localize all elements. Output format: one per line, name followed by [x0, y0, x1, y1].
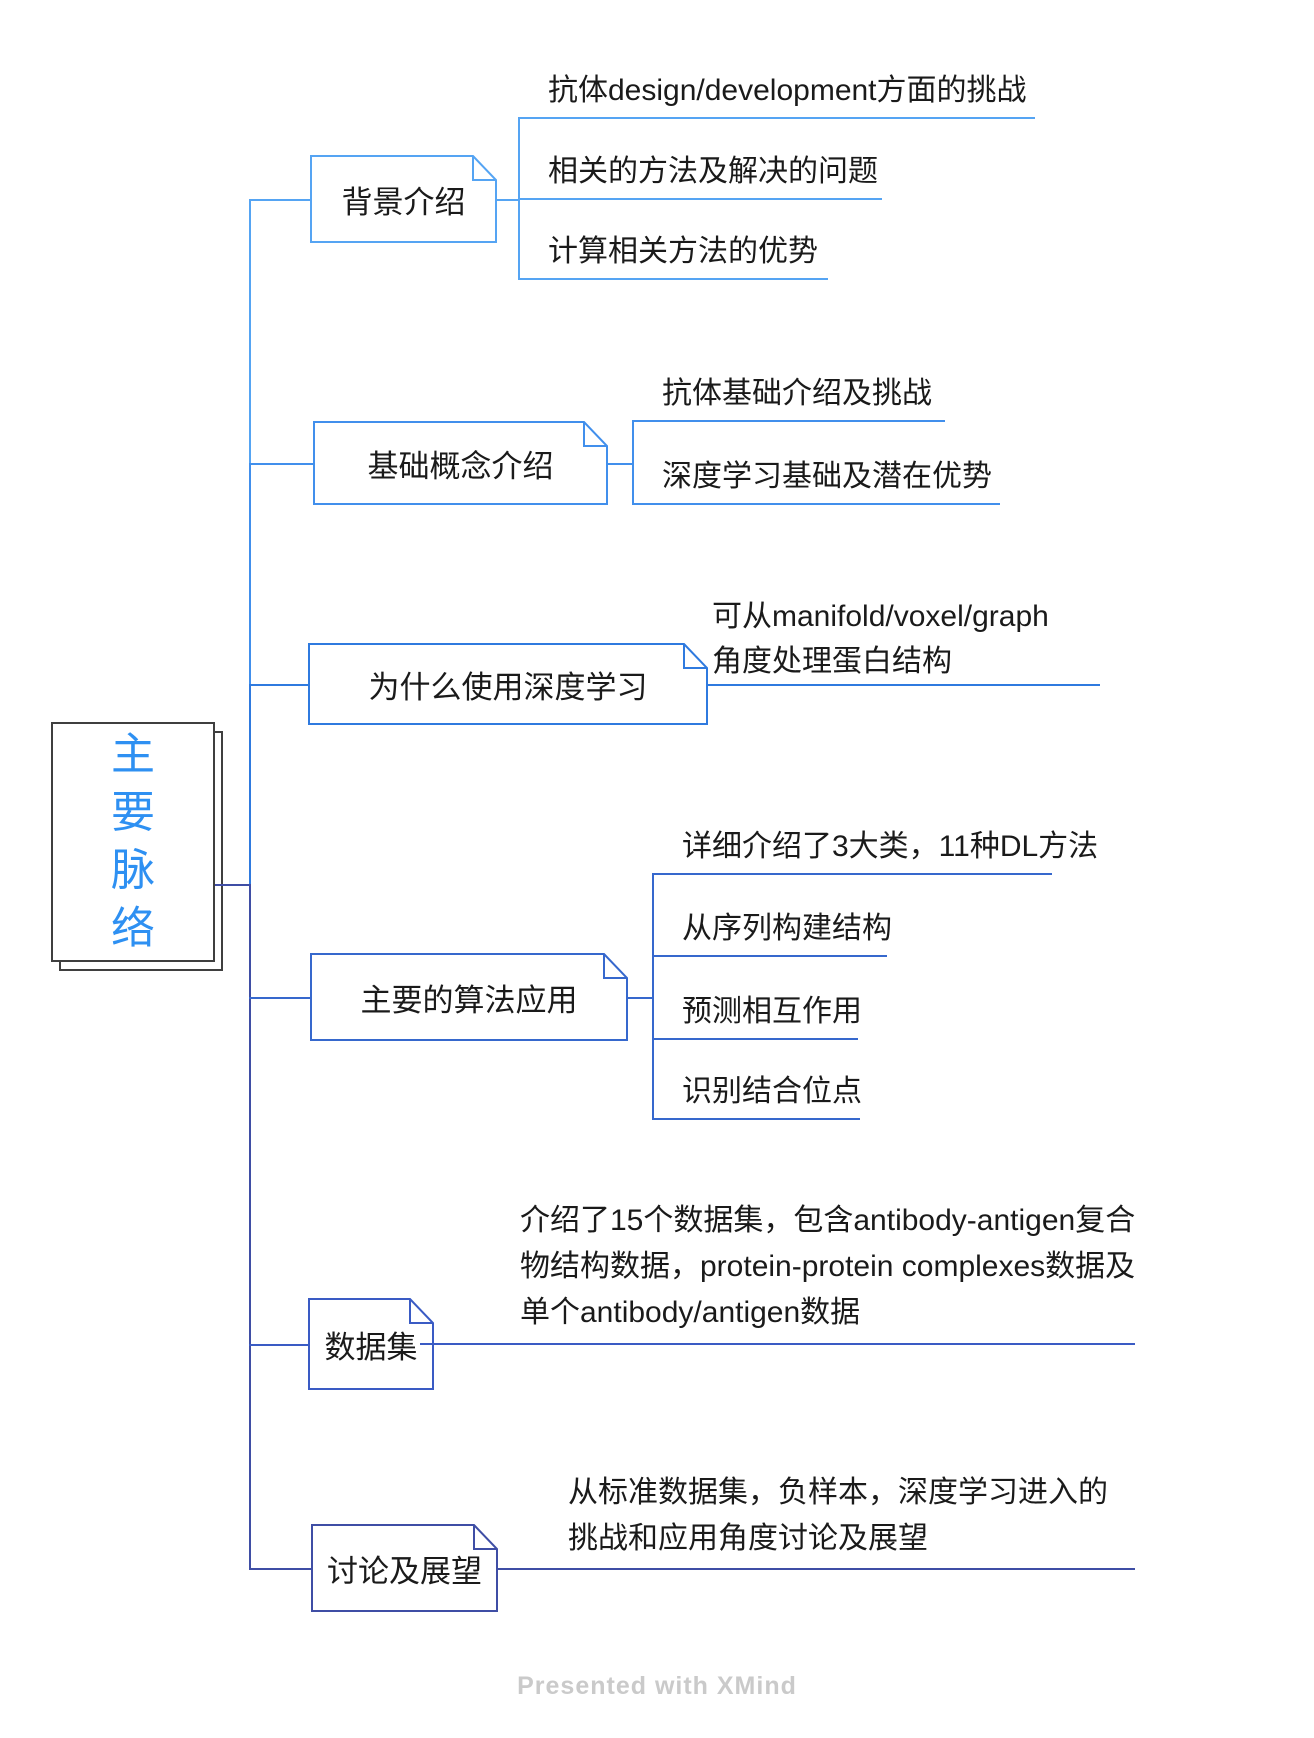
- branch-node-datasets[interactable]: 数据集: [308, 1298, 434, 1390]
- child-topic-text: 角度处理蛋白结构: [712, 645, 952, 678]
- topic-underline: [518, 198, 882, 200]
- branch-label: 背景介绍: [341, 184, 466, 220]
- child-topic-text: 物结构数据，protein-protein complexes数据及: [520, 1250, 1136, 1283]
- branch-label: 数据集: [324, 1329, 418, 1365]
- topic-underline: [498, 1568, 1135, 1570]
- child-topic-fifteen-datasets[interactable]: 介绍了15个数据集，包含antibody-antigen复合 物结构数据，pro…: [520, 1198, 1135, 1336]
- connector-line: [249, 684, 308, 686]
- topic-underline: [708, 684, 1100, 686]
- topic-underline: [652, 1118, 860, 1120]
- connector-line: [249, 1568, 311, 1570]
- child-topic-related-methods[interactable]: 相关的方法及解决的问题: [548, 155, 878, 189]
- child-topic-antibody-basics[interactable]: 抗体基础介绍及挑战: [662, 377, 932, 411]
- child-topic-text: 深度学习基础及潜在优势: [662, 460, 992, 493]
- child-topic-discussion-perspectives[interactable]: 从标准数据集，负样本，深度学习进入的 挑战和应用角度讨论及展望: [568, 1470, 1108, 1562]
- note-shape-icon: [313, 421, 608, 505]
- topic-underline: [652, 873, 1052, 875]
- connector-line: [249, 1344, 308, 1346]
- child-topic-text: 识别结合位点: [682, 1075, 862, 1108]
- child-topic-deep-learning-basics[interactable]: 深度学习基础及潜在优势: [662, 460, 992, 494]
- child-topic-text: 从标准数据集，负样本，深度学习进入的: [568, 1476, 1108, 1509]
- child-topic-structure-from-sequence[interactable]: 从序列构建结构: [682, 912, 892, 946]
- connector-line: [249, 199, 310, 201]
- connector-line: [608, 463, 632, 465]
- branch-trunk-line: [249, 885, 251, 1570]
- child-topic-text: 预测相互作用: [682, 995, 862, 1028]
- connector-line: [632, 420, 634, 505]
- connector-line: [497, 199, 518, 201]
- child-topic-text: 单个antibody/antigen数据: [520, 1296, 861, 1329]
- branch-trunk-line: [249, 199, 251, 463]
- connector-line: [652, 873, 654, 1120]
- topic-underline: [518, 278, 828, 280]
- child-topic-text: 抗体design/development方面的挑战: [548, 74, 1027, 107]
- child-topic-text: 挑战和应用角度讨论及展望: [568, 1522, 928, 1555]
- branch-label: 基础概念介绍: [367, 448, 554, 484]
- note-shape-icon: [310, 155, 497, 243]
- topic-underline: [652, 955, 887, 957]
- child-topic-text: 相关的方法及解决的问题: [548, 155, 878, 188]
- central-topic-char: 主: [111, 730, 155, 779]
- child-topic-text: 计算相关方法的优势: [548, 235, 818, 268]
- child-topic-manifold-voxel-graph[interactable]: 可从manifold/voxel/graph 角度处理蛋白结构: [712, 594, 1049, 684]
- branch-label: 讨论及展望: [327, 1553, 482, 1589]
- branch-node-discussion-outlook[interactable]: 讨论及展望: [311, 1524, 498, 1612]
- central-topic-char: 络: [111, 904, 155, 953]
- central-topic-char: 脉: [111, 846, 155, 895]
- branch-label: 为什么使用深度学习: [368, 669, 648, 705]
- note-shape-icon: [308, 1298, 434, 1390]
- topic-underline: [420, 1343, 1135, 1345]
- xmind-watermark: Presented with XMind: [517, 1672, 797, 1700]
- topic-underline: [518, 117, 1035, 119]
- child-topic-antibody-design-challenges[interactable]: 抗体design/development方面的挑战: [548, 74, 1027, 108]
- child-topic-computational-advantages[interactable]: 计算相关方法的优势: [548, 235, 818, 269]
- connector-line: [628, 997, 652, 999]
- topic-underline: [632, 420, 945, 422]
- branch-node-algorithm-applications[interactable]: 主要的算法应用: [310, 953, 628, 1041]
- branch-node-why-deep-learning[interactable]: 为什么使用深度学习: [308, 643, 708, 725]
- child-topic-predict-interactions[interactable]: 预测相互作用: [682, 995, 862, 1029]
- branch-node-background-intro[interactable]: 背景介绍: [310, 155, 497, 243]
- note-shape-icon: [310, 953, 628, 1041]
- connector-line: [249, 463, 313, 465]
- branch-node-basic-concepts[interactable]: 基础概念介绍: [313, 421, 608, 505]
- topic-underline: [632, 503, 1000, 505]
- central-topic-node[interactable]: 主 要 脉 络: [51, 722, 215, 962]
- note-shape-icon: [308, 643, 708, 725]
- child-topic-text: 介绍了15个数据集，包含antibody-antigen复合: [520, 1204, 1136, 1237]
- central-connector-line: [214, 884, 251, 886]
- branch-label: 主要的算法应用: [360, 982, 578, 1018]
- branch-trunk-line: [249, 684, 251, 885]
- child-topic-text: 可从manifold/voxel/graph: [712, 600, 1049, 633]
- child-topic-text: 抗体基础介绍及挑战: [662, 377, 932, 410]
- note-shape-icon: [311, 1524, 498, 1612]
- central-topic-char: 要: [111, 788, 155, 837]
- child-topic-text: 详细介绍了3大类，11种DL方法: [682, 830, 1099, 863]
- child-topic-dl-method-categories[interactable]: 详细介绍了3大类，11种DL方法: [682, 830, 1098, 864]
- connector-line: [249, 997, 310, 999]
- child-topic-binding-site-identification[interactable]: 识别结合位点: [682, 1075, 862, 1109]
- child-topic-text: 从序列构建结构: [682, 912, 892, 945]
- topic-underline: [652, 1038, 858, 1040]
- branch-trunk-line: [249, 463, 251, 684]
